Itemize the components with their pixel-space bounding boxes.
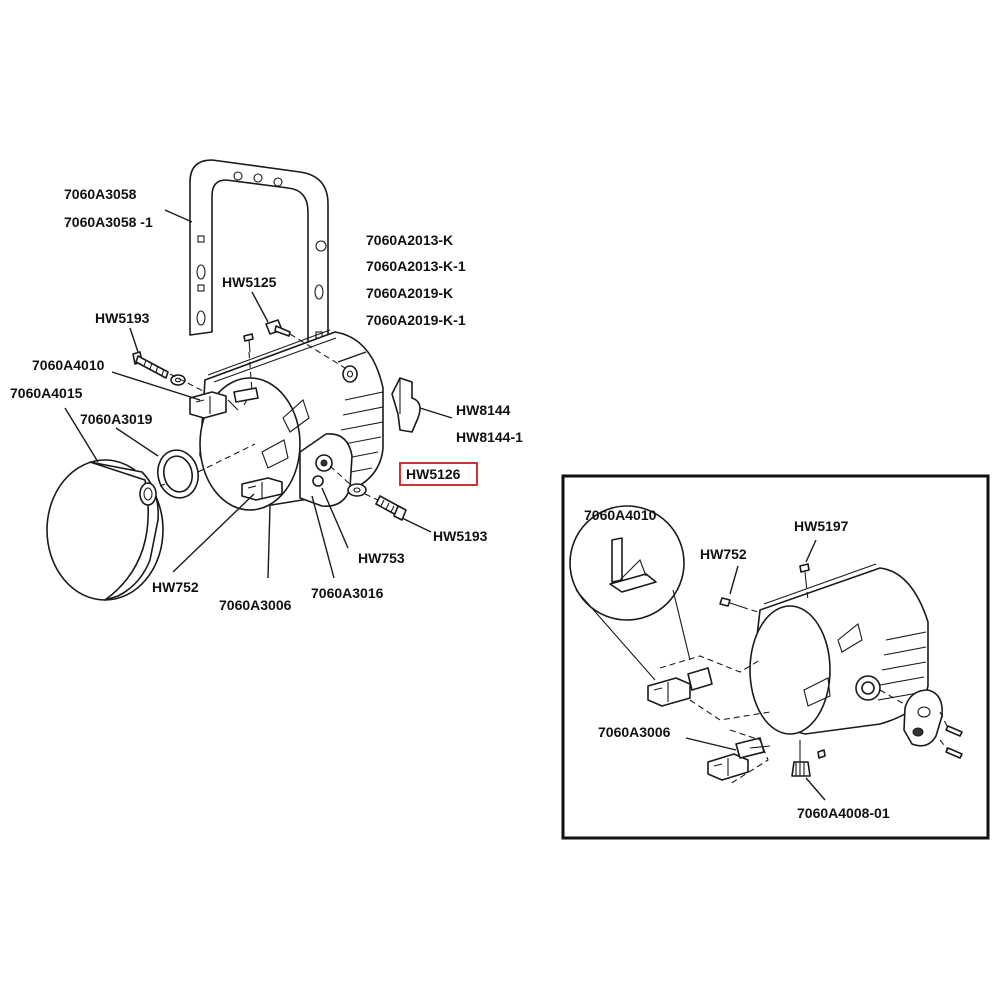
label-hw752: HW752 bbox=[152, 579, 199, 595]
label-yoke-alt: 7060A3058 -1 bbox=[64, 214, 153, 230]
highlight-box bbox=[399, 462, 478, 486]
leader-lines bbox=[64, 209, 453, 579]
clip-bottom bbox=[241, 477, 283, 501]
label-body-1: 7060A2013-K bbox=[366, 232, 453, 248]
label-hw5193-top: HW5193 bbox=[95, 310, 150, 326]
hardware-screw-bottom bbox=[375, 495, 407, 521]
fixture-body bbox=[199, 329, 384, 511]
inset-leader-lines bbox=[685, 539, 826, 801]
label-clip-4010: 7060A4010 bbox=[32, 357, 105, 373]
label-clip-3006: 7060A3006 bbox=[219, 597, 292, 613]
label-body-4: 7060A2019-K-1 bbox=[366, 312, 466, 328]
inset-side-plate bbox=[903, 689, 944, 747]
label-yoke: 7060A3058 bbox=[64, 186, 137, 202]
label-body-2: 7060A2013-K-1 bbox=[366, 258, 466, 274]
clip-top bbox=[189, 387, 259, 419]
washer-hw5126 bbox=[347, 483, 367, 497]
inset-clip-3006 bbox=[707, 737, 771, 781]
inset-clip-4010 bbox=[647, 667, 713, 707]
inset-label-hw752: HW752 bbox=[700, 546, 747, 562]
label-ring: 7060A3019 bbox=[80, 411, 153, 427]
main-exploded-view: 7060A3058 7060A3058 -1 7060A2013-K 7060A… bbox=[10, 159, 523, 613]
inset-label-thumbscrew: 7060A4008-01 bbox=[797, 805, 890, 821]
hardware-screw-top-left bbox=[132, 351, 169, 379]
label-body-3: 7060A2019-K bbox=[366, 285, 453, 301]
assembly-lines bbox=[159, 333, 379, 501]
adjustment-knob bbox=[391, 377, 421, 433]
label-knob: HW8144 bbox=[456, 402, 511, 418]
label-plate-3016: 7060A3016 bbox=[311, 585, 384, 601]
washer-yoke-right bbox=[342, 365, 358, 383]
label-washer-highlight: HW5126 bbox=[406, 466, 461, 482]
magnifier-detail bbox=[569, 505, 691, 681]
label-hw753: HW753 bbox=[358, 550, 405, 566]
label-knob-alt: HW8144-1 bbox=[456, 429, 523, 445]
small-screw-top bbox=[243, 333, 254, 353]
inset-detail-view: 7060A4010 HW752 HW5197 7060A3006 7060A40… bbox=[561, 474, 990, 840]
reflector bbox=[46, 459, 164, 601]
inset-label-hw5197: HW5197 bbox=[794, 518, 849, 534]
inset-assembly-lines bbox=[659, 581, 949, 785]
washer-top-left bbox=[170, 374, 186, 386]
inset-label-clip-3006: 7060A3006 bbox=[598, 724, 671, 740]
inset-thumbscrew bbox=[791, 740, 811, 777]
inset-hub bbox=[855, 675, 881, 701]
hardware-screw-hw5125 bbox=[265, 319, 291, 337]
retaining-ring bbox=[157, 449, 199, 499]
label-hw5193-bottom: HW5193 bbox=[433, 528, 488, 544]
inset-screws bbox=[719, 563, 963, 759]
label-reflector: 7060A4015 bbox=[10, 385, 83, 401]
inset-label-clip-4010: 7060A4010 bbox=[584, 507, 657, 523]
label-hw5125: HW5125 bbox=[222, 274, 277, 290]
